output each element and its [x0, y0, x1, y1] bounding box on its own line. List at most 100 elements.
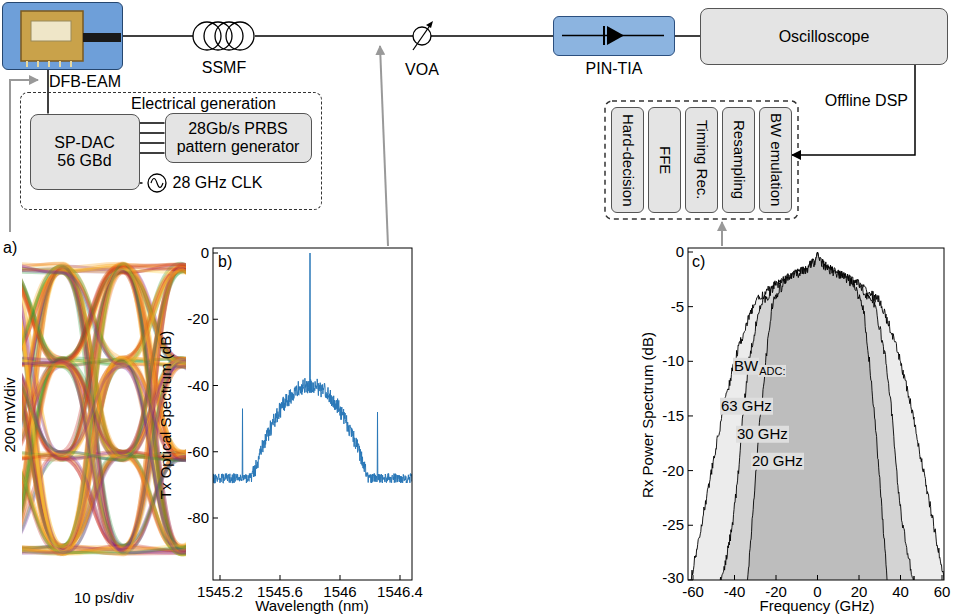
eye-trace	[22, 264, 186, 547]
module-pigtail	[83, 33, 121, 42]
tick	[859, 575, 860, 580]
node-label: 28 GHz CLK	[173, 174, 263, 192]
tick-label: 60	[934, 584, 951, 601]
dsp-block: Hard-decision	[611, 107, 644, 213]
tick	[213, 518, 218, 519]
coil-turn	[226, 22, 254, 50]
node-label: BW emulation	[767, 113, 784, 206]
dsp-block: Resampling	[722, 107, 755, 213]
module-pin	[48, 61, 50, 67]
module-body	[21, 11, 83, 61]
coil-turn	[204, 22, 232, 50]
axis-label: Rx Power Spectrum (dB)	[640, 332, 657, 498]
connector	[123, 35, 190, 37]
axis-label: Frequency (GHz)	[759, 598, 874, 615]
arrow-head	[426, 21, 433, 28]
fiber-spool: SSMF	[190, 17, 258, 77]
tick-label: 0	[201, 245, 209, 262]
attenuator: VOA	[400, 19, 444, 79]
tick	[213, 451, 218, 452]
module-housing	[2, 2, 123, 70]
tick	[817, 575, 818, 580]
tick	[693, 575, 694, 580]
photodiode-symbol	[554, 17, 673, 54]
node-label: SSMF	[190, 59, 258, 77]
tick-label: -20	[187, 311, 209, 328]
connector	[140, 182, 143, 184]
coil-turn	[193, 22, 221, 50]
fiber-coil	[190, 17, 258, 55]
rx-spectrum	[691, 252, 944, 580]
edge-label: Offline DSP	[825, 92, 908, 110]
axis-label: Tx Optical Spectrum (dB)	[158, 331, 175, 499]
spectrum-trace	[213, 253, 412, 483]
tick	[220, 575, 221, 580]
eye-trace	[22, 266, 186, 554]
tick	[688, 525, 693, 526]
node-label: Oscilloscope	[779, 28, 870, 46]
connector	[444, 35, 553, 37]
tick	[688, 415, 693, 416]
eye-diagram	[22, 263, 186, 555]
tick	[213, 385, 218, 386]
tick	[213, 253, 218, 254]
tick-label: -80	[187, 510, 209, 527]
oscilloscope-box: Oscilloscope	[700, 8, 948, 65]
tick	[688, 361, 693, 362]
tick-marks	[213, 252, 942, 580]
connector	[675, 35, 700, 37]
module-pin	[70, 61, 72, 67]
tick-label: -5	[671, 298, 684, 315]
curve-label: 63 GHz	[720, 398, 773, 415]
curve-label: BW	[733, 358, 759, 375]
tick	[688, 470, 693, 471]
diode-bar	[603, 26, 605, 45]
tick-label: -40	[724, 584, 746, 601]
curve-subscript: ADC:	[758, 365, 786, 377]
tick-label: -30	[662, 570, 684, 587]
tick	[340, 575, 341, 580]
tick	[776, 575, 777, 580]
panel-letter: c)	[692, 253, 705, 271]
node-label: 28Gb/s PRBS pattern generator	[172, 120, 304, 155]
panel-letter: b)	[218, 253, 232, 271]
eye-trace	[22, 266, 186, 553]
attenuator-arrow	[413, 24, 431, 50]
dsp-group	[605, 101, 798, 219]
tick-label: -40	[187, 377, 209, 394]
module-pin	[26, 61, 28, 67]
inset-pointer	[380, 46, 388, 246]
tick	[942, 575, 943, 580]
tick-label: -60	[682, 584, 704, 601]
eye-trace	[22, 264, 186, 555]
connector	[792, 65, 915, 155]
tick	[900, 575, 901, 580]
connector	[258, 35, 400, 37]
tick-label: -25	[662, 517, 684, 534]
generation-group: Electrical generationSP-DAC 56 GBd28Gb/s…	[20, 92, 322, 210]
tick	[213, 319, 218, 320]
plot-frame	[688, 248, 944, 580]
tick-label: -20	[662, 462, 684, 479]
pattern-generator-box: 28Gb/s PRBS pattern generator	[165, 113, 312, 163]
eye-trace	[22, 269, 186, 555]
sine-wave	[151, 178, 163, 187]
clock-symbol	[143, 170, 171, 196]
plot-frame	[213, 248, 412, 580]
module-photo	[3, 3, 121, 68]
laser-module: DFB-EAM	[2, 2, 123, 91]
fiber-stub	[190, 35, 193, 37]
tick-label: 40	[892, 584, 909, 601]
node-label: DFB-EAM	[49, 73, 121, 91]
module-pin	[37, 61, 39, 67]
tick	[688, 252, 693, 253]
tick-label: -10	[662, 353, 684, 370]
diode-triangle	[607, 26, 624, 45]
tick	[280, 575, 281, 580]
clock-source: 28 GHz CLK	[143, 170, 265, 196]
tick	[400, 575, 401, 580]
node-label: Timing Rec.	[693, 120, 710, 199]
group-title: Electrical generation	[131, 95, 276, 113]
node-label: FFE	[656, 146, 673, 174]
node-label: PIN-TIA	[553, 60, 675, 78]
